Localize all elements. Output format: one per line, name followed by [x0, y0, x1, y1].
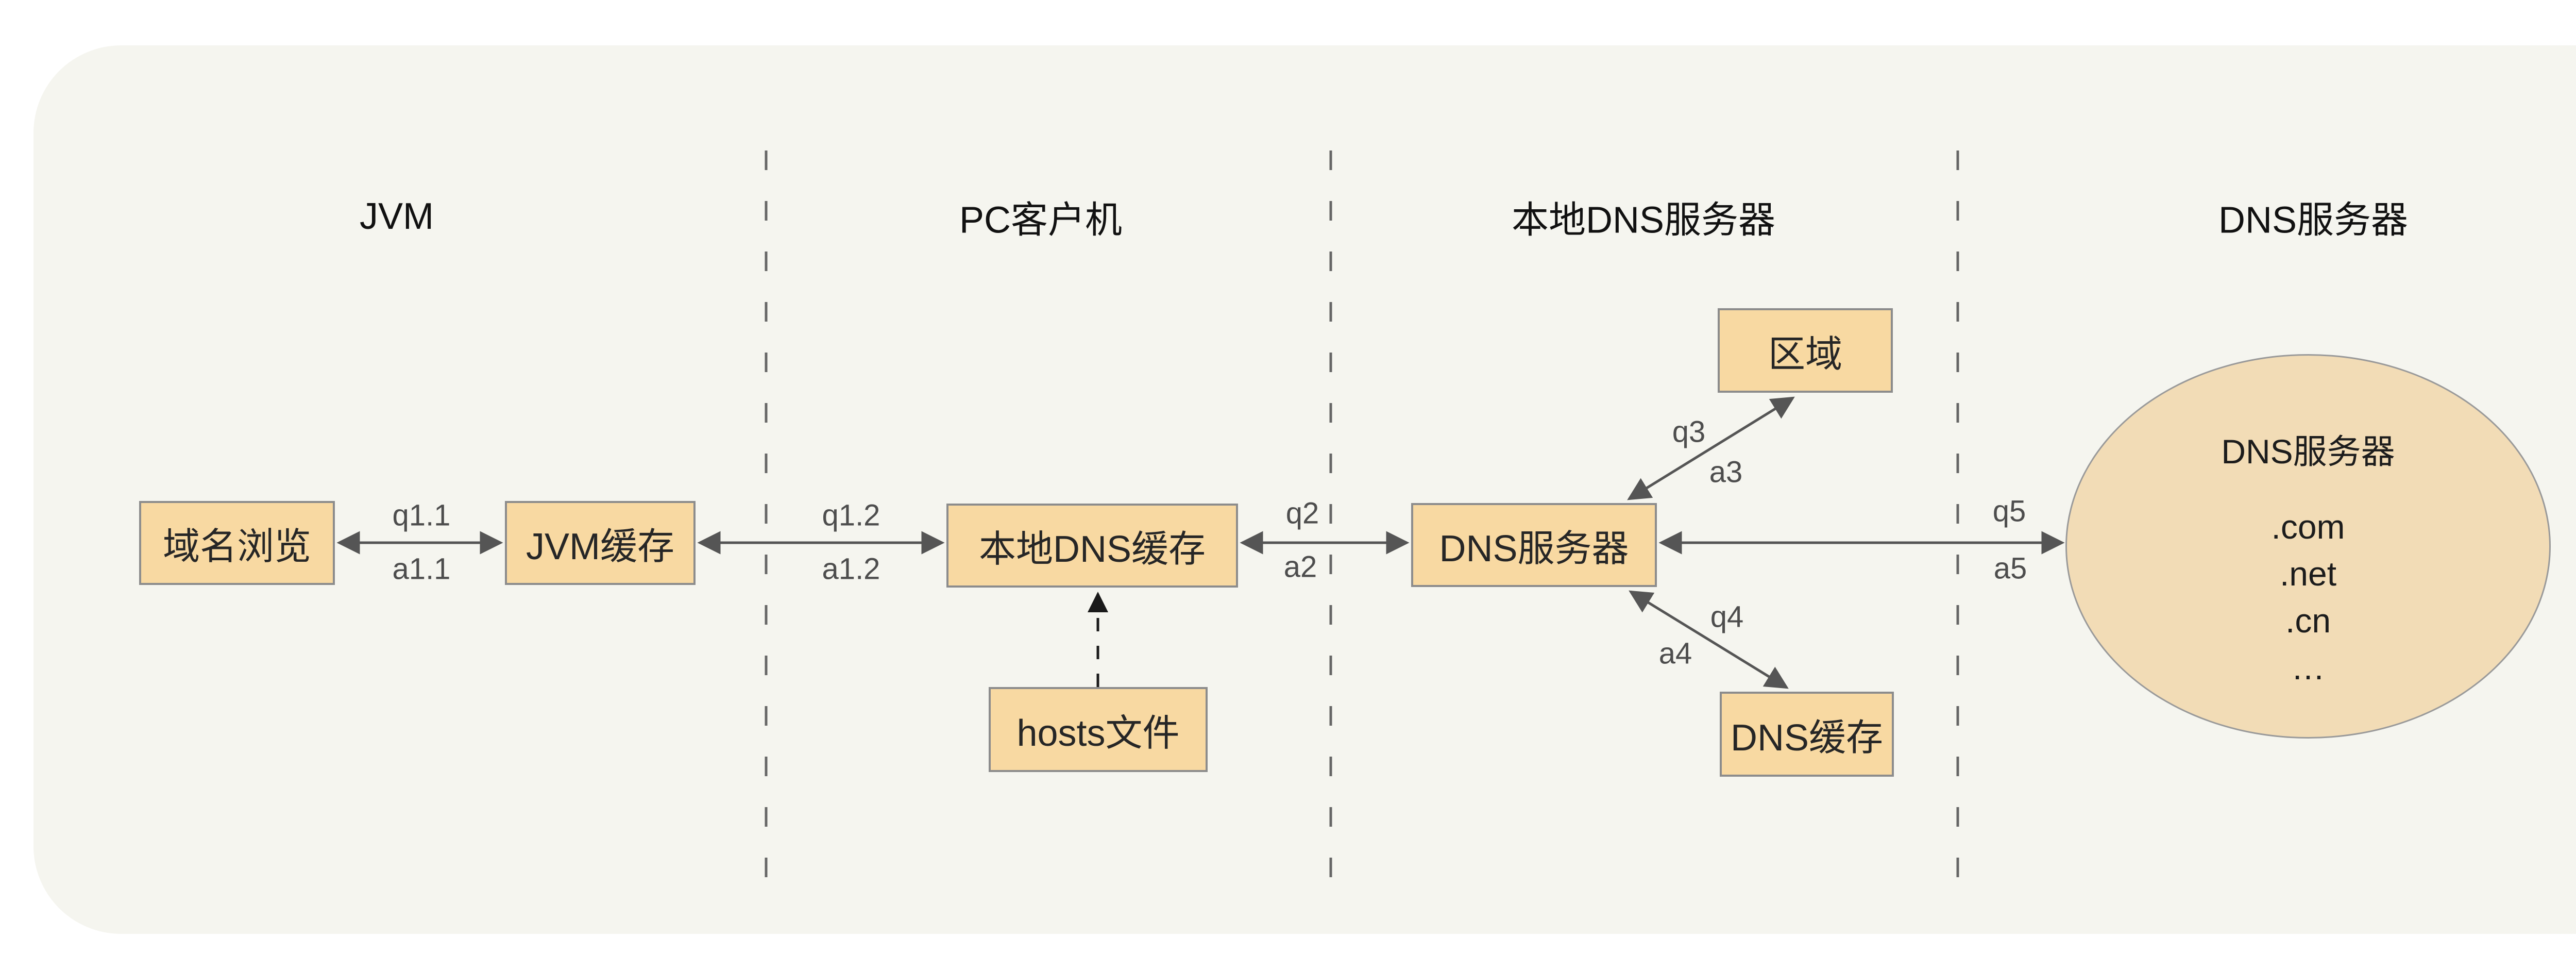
- section-title-local-dns-server: 本地DNS服务器: [1511, 199, 1776, 241]
- section-title-jvm: JVM: [360, 196, 434, 237]
- section-title-pc-client: PC客户机: [959, 199, 1123, 241]
- edge-label-q1-1: q1.1: [392, 498, 451, 532]
- section-title-dns-server: DNS服务器: [2218, 199, 2409, 241]
- edge-q3-arrow: [1627, 396, 1795, 500]
- node-hosts-file: hosts文件: [989, 687, 1208, 772]
- root-dns-item-net: .net: [2279, 555, 2337, 593]
- edge-label-a2: a2: [1283, 550, 1317, 584]
- edge-label-a1-1: a1.1: [392, 552, 451, 586]
- node-zone: 区域: [1718, 308, 1893, 393]
- edge-label-a3: a3: [1709, 455, 1743, 489]
- node-local-dns-server: DNS服务器: [1411, 503, 1657, 587]
- edge-label-q4: q4: [1710, 600, 1744, 634]
- edge-label-a1-2: a1.2: [822, 552, 880, 586]
- edge-label-q5: q5: [1992, 494, 2026, 528]
- node-dns-cache: DNS缓存: [1720, 692, 1894, 777]
- node-domain-browse: 域名浏览: [139, 501, 335, 585]
- root-dns-title: DNS服务器: [2221, 432, 2395, 471]
- edge-label-q3: q3: [1672, 415, 1706, 449]
- root-dns-item-com: .com: [2271, 508, 2345, 546]
- edge-label-q2: q2: [1285, 496, 1319, 530]
- node-local-dns-cache: 本地DNS缓存: [946, 504, 1238, 588]
- node-jvm-cache: JVM缓存: [505, 501, 696, 585]
- edge-q4-arrow: [1629, 590, 1789, 689]
- root-dns-item-cn: .cn: [2285, 601, 2331, 640]
- root-dns-item-ellipsis: …: [2291, 648, 2325, 687]
- node-root-dns-server: DNS服务器 .com .net .cn …: [2065, 354, 2551, 739]
- edge-label-q1-2: q1.2: [822, 498, 880, 532]
- edge-label-a4: a4: [1658, 637, 1692, 671]
- edge-label-a5: a5: [1993, 551, 2027, 585]
